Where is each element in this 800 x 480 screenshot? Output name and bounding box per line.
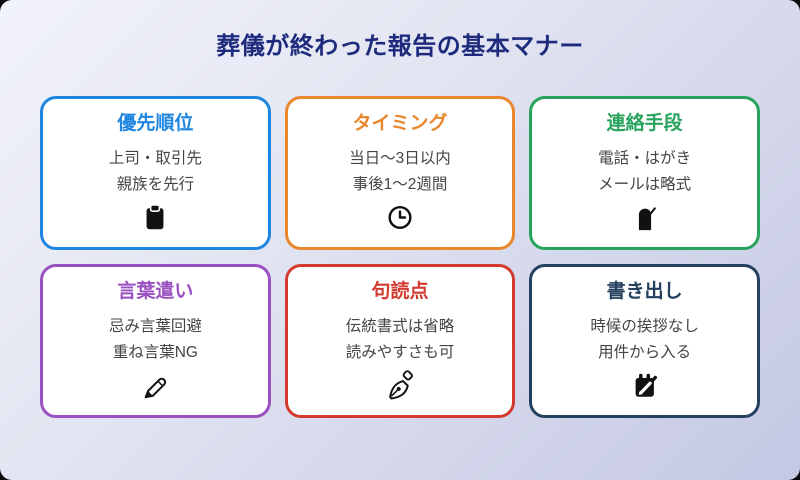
card-title: タイミング bbox=[352, 113, 448, 134]
info-card: 優先順位上司・取引先親族を先行 bbox=[40, 96, 271, 250]
card-text-line: 読みやすさも可 bbox=[345, 344, 455, 361]
card-text-line: 時候の挨拶なし bbox=[590, 318, 699, 335]
card-title: 句読点 bbox=[371, 281, 429, 302]
card-text-line: 上司・取引先 bbox=[108, 150, 202, 167]
card-title: 書き出し bbox=[606, 281, 683, 302]
info-card: 書き出し時候の挨拶なし用件から入る bbox=[529, 264, 760, 418]
pen-icon bbox=[137, 369, 173, 401]
card-text-line: メールは略式 bbox=[598, 176, 692, 193]
info-card: 連絡手段電話・はがきメールは略式 bbox=[529, 96, 760, 250]
postbox-icon bbox=[627, 201, 663, 233]
info-card: 句読点伝統書式は省略読みやすさも可 bbox=[284, 264, 516, 418]
clipboard-icon bbox=[137, 201, 173, 233]
card-text-line: 事後1〜2週間 bbox=[352, 176, 448, 193]
card-text-line: 当日〜3日以内 bbox=[349, 150, 451, 167]
card-title: 優先順位 bbox=[117, 113, 194, 134]
page-title: 葬儀が終わった報告の基本マナー bbox=[216, 33, 584, 60]
info-card: タイミング当日〜3日以内事後1〜2週間 bbox=[284, 96, 516, 250]
card-text-line: 重ね言葉NG bbox=[112, 344, 198, 361]
card-text-line: 忌み言葉回避 bbox=[108, 318, 202, 335]
card-grid: 優先順位上司・取引先親族を先行タイミング当日〜3日以内事後1〜2週間連絡手段電話… bbox=[40, 96, 760, 418]
clock-icon bbox=[382, 201, 418, 233]
memo-icon bbox=[627, 369, 663, 401]
card-text-line: 伝統書式は省略 bbox=[345, 318, 455, 335]
card-title: 連絡手段 bbox=[606, 113, 683, 134]
card-text-line: 電話・はがき bbox=[598, 150, 692, 167]
fountain-pen-icon bbox=[382, 369, 418, 401]
card-text-line: 用件から入る bbox=[598, 344, 692, 361]
card-title: 言葉遣い bbox=[117, 281, 194, 302]
card-text-line: 親族を先行 bbox=[116, 176, 195, 193]
info-card: 言葉遣い忌み言葉回避重ね言葉NG bbox=[40, 264, 271, 418]
